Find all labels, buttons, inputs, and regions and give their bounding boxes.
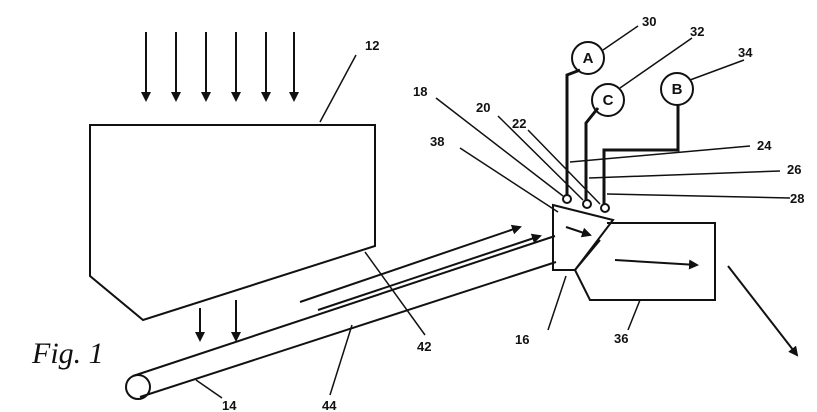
label-30: 30 [642,14,656,29]
line-b [602,105,680,204]
hopper-12 [89,124,376,322]
conveyor-14 [125,224,557,400]
label-24: 24 [757,138,772,153]
circle-label-c: C [603,92,614,109]
label-26: 26 [787,162,801,177]
label-20: 20 [476,100,490,115]
line-c [584,107,600,200]
label-38: 38 [430,134,444,149]
label-28: 28 [790,191,804,206]
source-c [591,83,625,117]
circle-label-b: B [672,81,683,98]
circle-label-a: A [583,50,594,67]
source-b [660,72,694,106]
figure-caption: Fig. 1 [31,337,104,370]
label-36: 36 [614,331,628,346]
chamber-36 [574,222,716,301]
label-16: 16 [515,332,529,347]
line-a [565,68,581,195]
exit-arrow [727,265,799,357]
source-a [571,41,605,75]
label-14: 14 [222,398,237,412]
label-12: 12 [365,38,379,53]
input-arrows [141,32,299,102]
label-34: 34 [738,45,753,60]
label-18: 18 [413,84,427,99]
label-22: 22 [512,116,526,131]
label-32: 32 [690,24,704,39]
label-44: 44 [322,398,337,412]
label-42: 42 [417,339,431,354]
